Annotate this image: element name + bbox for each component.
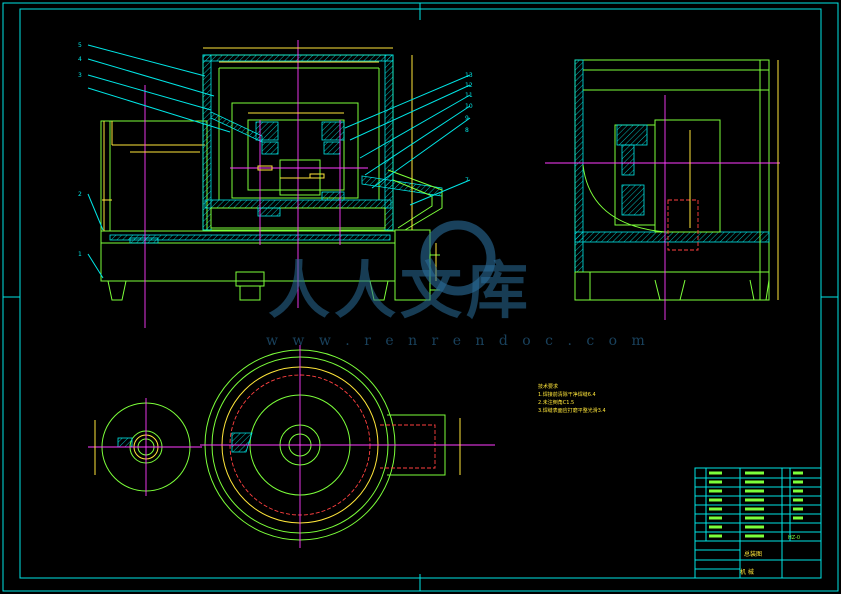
technical-note: 2.未注倒角C1.5 xyxy=(538,400,575,406)
part-label-12: 12 xyxy=(465,82,473,89)
technical-requirements-title: 技术要求 xyxy=(538,384,559,390)
part-label-1: 1 xyxy=(78,251,82,258)
title-block-organization: 机 械 xyxy=(740,569,754,576)
part-leaders-left xyxy=(87,44,231,279)
title-block-drawing-name: 总装图 xyxy=(744,551,763,558)
front-section-view xyxy=(100,40,443,328)
part-label-7: 7 xyxy=(465,177,469,184)
part-label-11: 11 xyxy=(465,92,473,99)
part-label-13: 13 xyxy=(465,72,473,79)
part-label-2: 2 xyxy=(78,191,82,198)
watermark-logo xyxy=(420,220,496,296)
part-numbers: 5 4 3 2 1 13 12 11 10 9 8 7 xyxy=(78,42,473,258)
technical-note: 3.焊缝表面应打磨平整光滑3.4 xyxy=(538,408,606,414)
side-view xyxy=(545,59,780,320)
part-label-10: 10 xyxy=(465,103,473,110)
part-label-5: 5 xyxy=(78,42,82,49)
watermark-url: w w w . r e n r e n d o c . c o m xyxy=(266,333,650,349)
watermark-text: 人人文库 xyxy=(268,254,533,327)
title-block xyxy=(694,467,822,579)
part-label-3: 3 xyxy=(78,72,82,79)
technical-note: 1.焊接前清除干净焊缝6.4 xyxy=(538,392,596,398)
part-label-9: 9 xyxy=(465,115,469,122)
title-block-drawing-code: HZ-0 xyxy=(788,535,801,541)
part-label-4: 4 xyxy=(78,56,82,63)
part-label-8: 8 xyxy=(465,127,469,134)
technical-requirements: 技术要求 1.焊接前清除干净焊缝6.4 2.未注倒角C1.5 3.焊缝表面应打磨… xyxy=(538,383,606,415)
part-leaders-right xyxy=(344,74,471,206)
plan-view xyxy=(88,345,495,548)
